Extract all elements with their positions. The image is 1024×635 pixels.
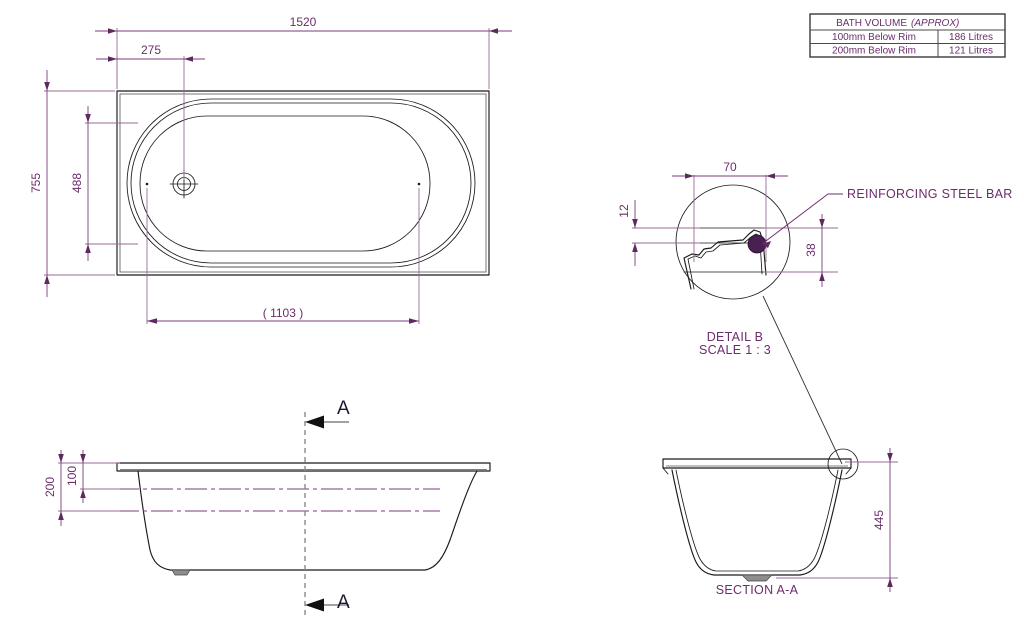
- dim-section-depth: 445: [776, 448, 898, 592]
- reinforcing-steel-bar-label: REINFORCING STEEL BAR: [847, 187, 1013, 201]
- section-aa-view: 445 SECTION A-A: [662, 448, 898, 597]
- plan-centre-dot-right: [417, 182, 421, 186]
- dim-rim-thickness-text: 12: [617, 204, 631, 218]
- section-body-outer: [671, 469, 843, 576]
- plan-centre-dot-left: [145, 182, 149, 186]
- volume-table-title-suffix: (APPROX): [911, 18, 959, 29]
- plan-waste-outlet: [169, 169, 199, 199]
- volume-row-1-label: 200mm Below Rim: [832, 46, 916, 57]
- dim-overall-width: 755: [29, 70, 115, 297]
- dim-overall-length-text: 1520: [290, 15, 317, 29]
- detail-b-circle: [675, 184, 791, 300]
- section-waste: [741, 574, 773, 582]
- volume-table-title: BATH VOLUME: [836, 18, 907, 29]
- volume-row-0-label: 100mm Below Rim: [832, 32, 916, 43]
- dim-inner-width-text: 488: [70, 173, 84, 193]
- dim-waste-offset: 275: [96, 43, 205, 180]
- section-mark-top: A: [305, 398, 350, 429]
- dim-rim-depth-text: 38: [804, 243, 818, 257]
- elevation-waste: [171, 569, 191, 576]
- volume-row-0-value: 186 Litres: [949, 32, 993, 43]
- section-aa-title: SECTION A-A: [716, 583, 799, 597]
- dim-rim-depth: 38: [764, 214, 838, 287]
- dim-rim-thickness: 12: [617, 200, 700, 266]
- elevation-rim: [116, 462, 491, 472]
- bath-volume-table: BATH VOLUME (APPROX) 100mm Below Rim 186…: [809, 13, 1006, 58]
- dim-rim-width: 70: [672, 160, 788, 262]
- section-body-inner: [675, 469, 839, 572]
- section-letter-top: A: [337, 398, 350, 419]
- dim-inner-length: ( 1103 ): [146, 188, 420, 324]
- dim-section-depth-text: 445: [872, 510, 886, 530]
- dim-waterline-100: 100: [65, 450, 120, 503]
- section-detail-b-marker: [827, 448, 859, 480]
- section-rim-left-lip: [662, 467, 669, 475]
- dim-overall-width-text: 755: [29, 173, 43, 193]
- detail-b-view: 70 12 38: [617, 160, 1013, 465]
- section-rim-right-lip: [845, 467, 852, 475]
- dim-rim-width-text: 70: [723, 160, 737, 174]
- elevation-view: 200 100 A: [43, 398, 491, 616]
- detail-b-title: DETAIL B: [707, 330, 764, 344]
- section-letter-bottom: A: [337, 592, 350, 613]
- plan-stadium-1: [126, 98, 476, 268]
- dim-waterline-200: 200: [43, 450, 120, 526]
- dim-inner-width: 488: [70, 106, 138, 261]
- section-mark-bottom: A: [305, 592, 350, 613]
- dim-waterline-200-text: 200: [43, 477, 57, 497]
- plan-stadium-3: [139, 115, 431, 252]
- plan-outer-rim: [116, 90, 490, 276]
- dim-waterline-100-text: 100: [65, 466, 79, 486]
- detail-b-pointer-line: [762, 295, 843, 465]
- volume-row-1-value: 121 Litres: [949, 46, 993, 57]
- plan-stadium-2: [130, 102, 472, 264]
- dim-inner-length-text: ( 1103 ): [263, 306, 303, 320]
- section-cut-line: A A: [304, 398, 350, 616]
- section-rim: [662, 458, 852, 469]
- dim-waste-offset-text: 275: [141, 43, 161, 57]
- elevation-body: [137, 470, 478, 571]
- plan-view: 1520 275 755: [29, 15, 512, 324]
- plan-outer-rim-inner: [119, 93, 487, 273]
- detail-b-scale: SCALE 1 : 3: [699, 343, 771, 357]
- reinforcing-steel-bar-callout: REINFORCING STEEL BAR: [761, 187, 1013, 248]
